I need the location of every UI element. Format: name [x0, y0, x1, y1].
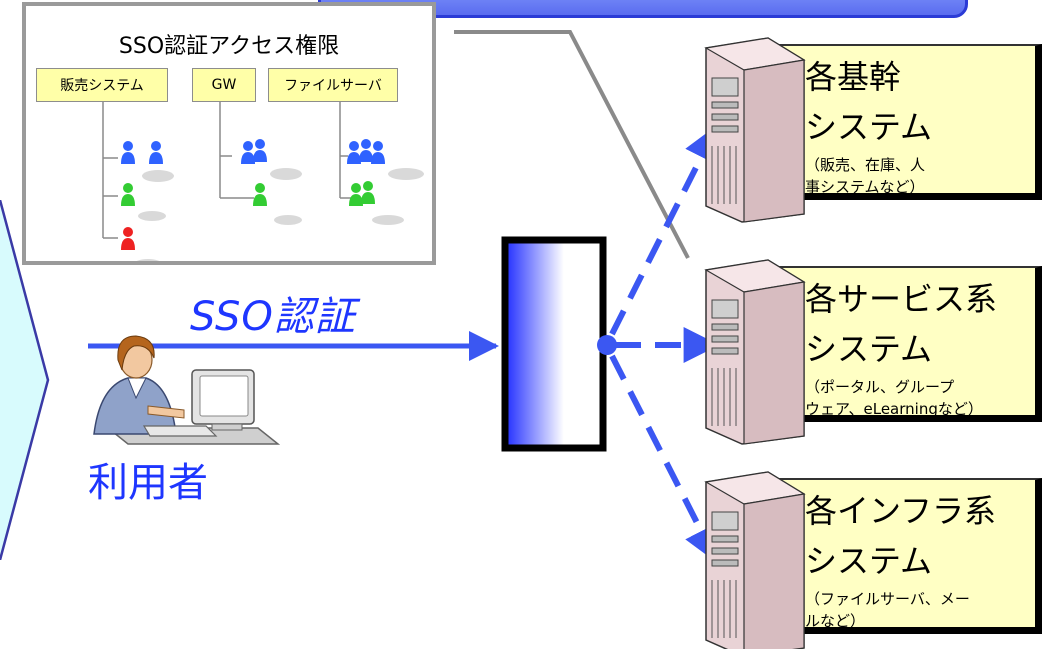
gray-connector-line: [454, 30, 690, 259]
server-icon: [704, 259, 806, 445]
server-card-box: [776, 478, 1042, 634]
card-subtitle: （ファイルサーバ、メー ルなど）: [805, 590, 970, 630]
server-icon: [704, 471, 806, 649]
card-title: 各サービス系 システム: [805, 280, 998, 368]
server-card-core-systems: 各基幹 システム （販売、在庫、人 事システムなど）: [698, 36, 1046, 236]
card-subtitle: （販売、在庫、人 事システムなど）: [805, 156, 926, 196]
server-card-infra-systems: 各インフラ系 システム （ファイルサーバ、メー ルなど）: [698, 470, 1046, 649]
server-card-service-systems: 各サービス系 システム （ポータル、グループ ウェア、eLearningなど）: [698, 258, 1046, 458]
user-at-computer-icon: [93, 335, 281, 445]
user-icons: [121, 139, 385, 250]
category-sales-system: 販売システム: [36, 68, 168, 102]
sso-auth-label: SSO認証: [190, 294, 356, 340]
permission-tree: [102, 102, 424, 261]
panel-title: SSO認証アクセス権限: [118, 34, 340, 59]
server-card-box: [776, 44, 1042, 200]
gateway-node: [597, 335, 617, 355]
card-title: 各インフラ系 システム: [805, 492, 997, 580]
server-card-box: [776, 266, 1042, 422]
card-title: 各基幹 システム: [805, 58, 933, 146]
user-label: 利用者: [88, 460, 208, 506]
card-subtitle: （ポータル、グループ ウェア、eLearningなど）: [805, 378, 983, 418]
left-chevron-arrow: [0, 200, 50, 560]
category-file-server: ファイルサーバ: [268, 68, 398, 102]
category-gw: GW: [192, 68, 256, 102]
server-icon: [704, 37, 806, 223]
sso-access-panel: SSO認証アクセス権限 販売システム GW ファイルサーバ: [22, 2, 436, 265]
gateway-box: [501, 236, 607, 452]
